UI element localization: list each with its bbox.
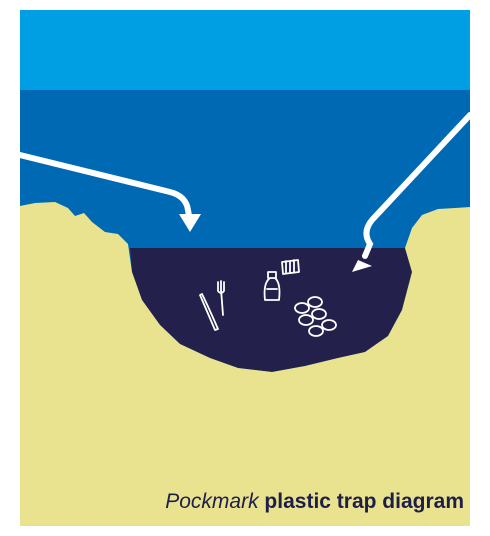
pockmark-diagram: Pockmark plastic trap diagram	[20, 10, 470, 526]
caption-rest: plastic trap diagram	[259, 490, 464, 513]
surface-water-layer	[20, 10, 470, 90]
diagram-caption: Pockmark plastic trap diagram	[20, 490, 470, 514]
diagram-canvas	[20, 10, 470, 526]
caption-italic: Pockmark	[165, 490, 258, 513]
